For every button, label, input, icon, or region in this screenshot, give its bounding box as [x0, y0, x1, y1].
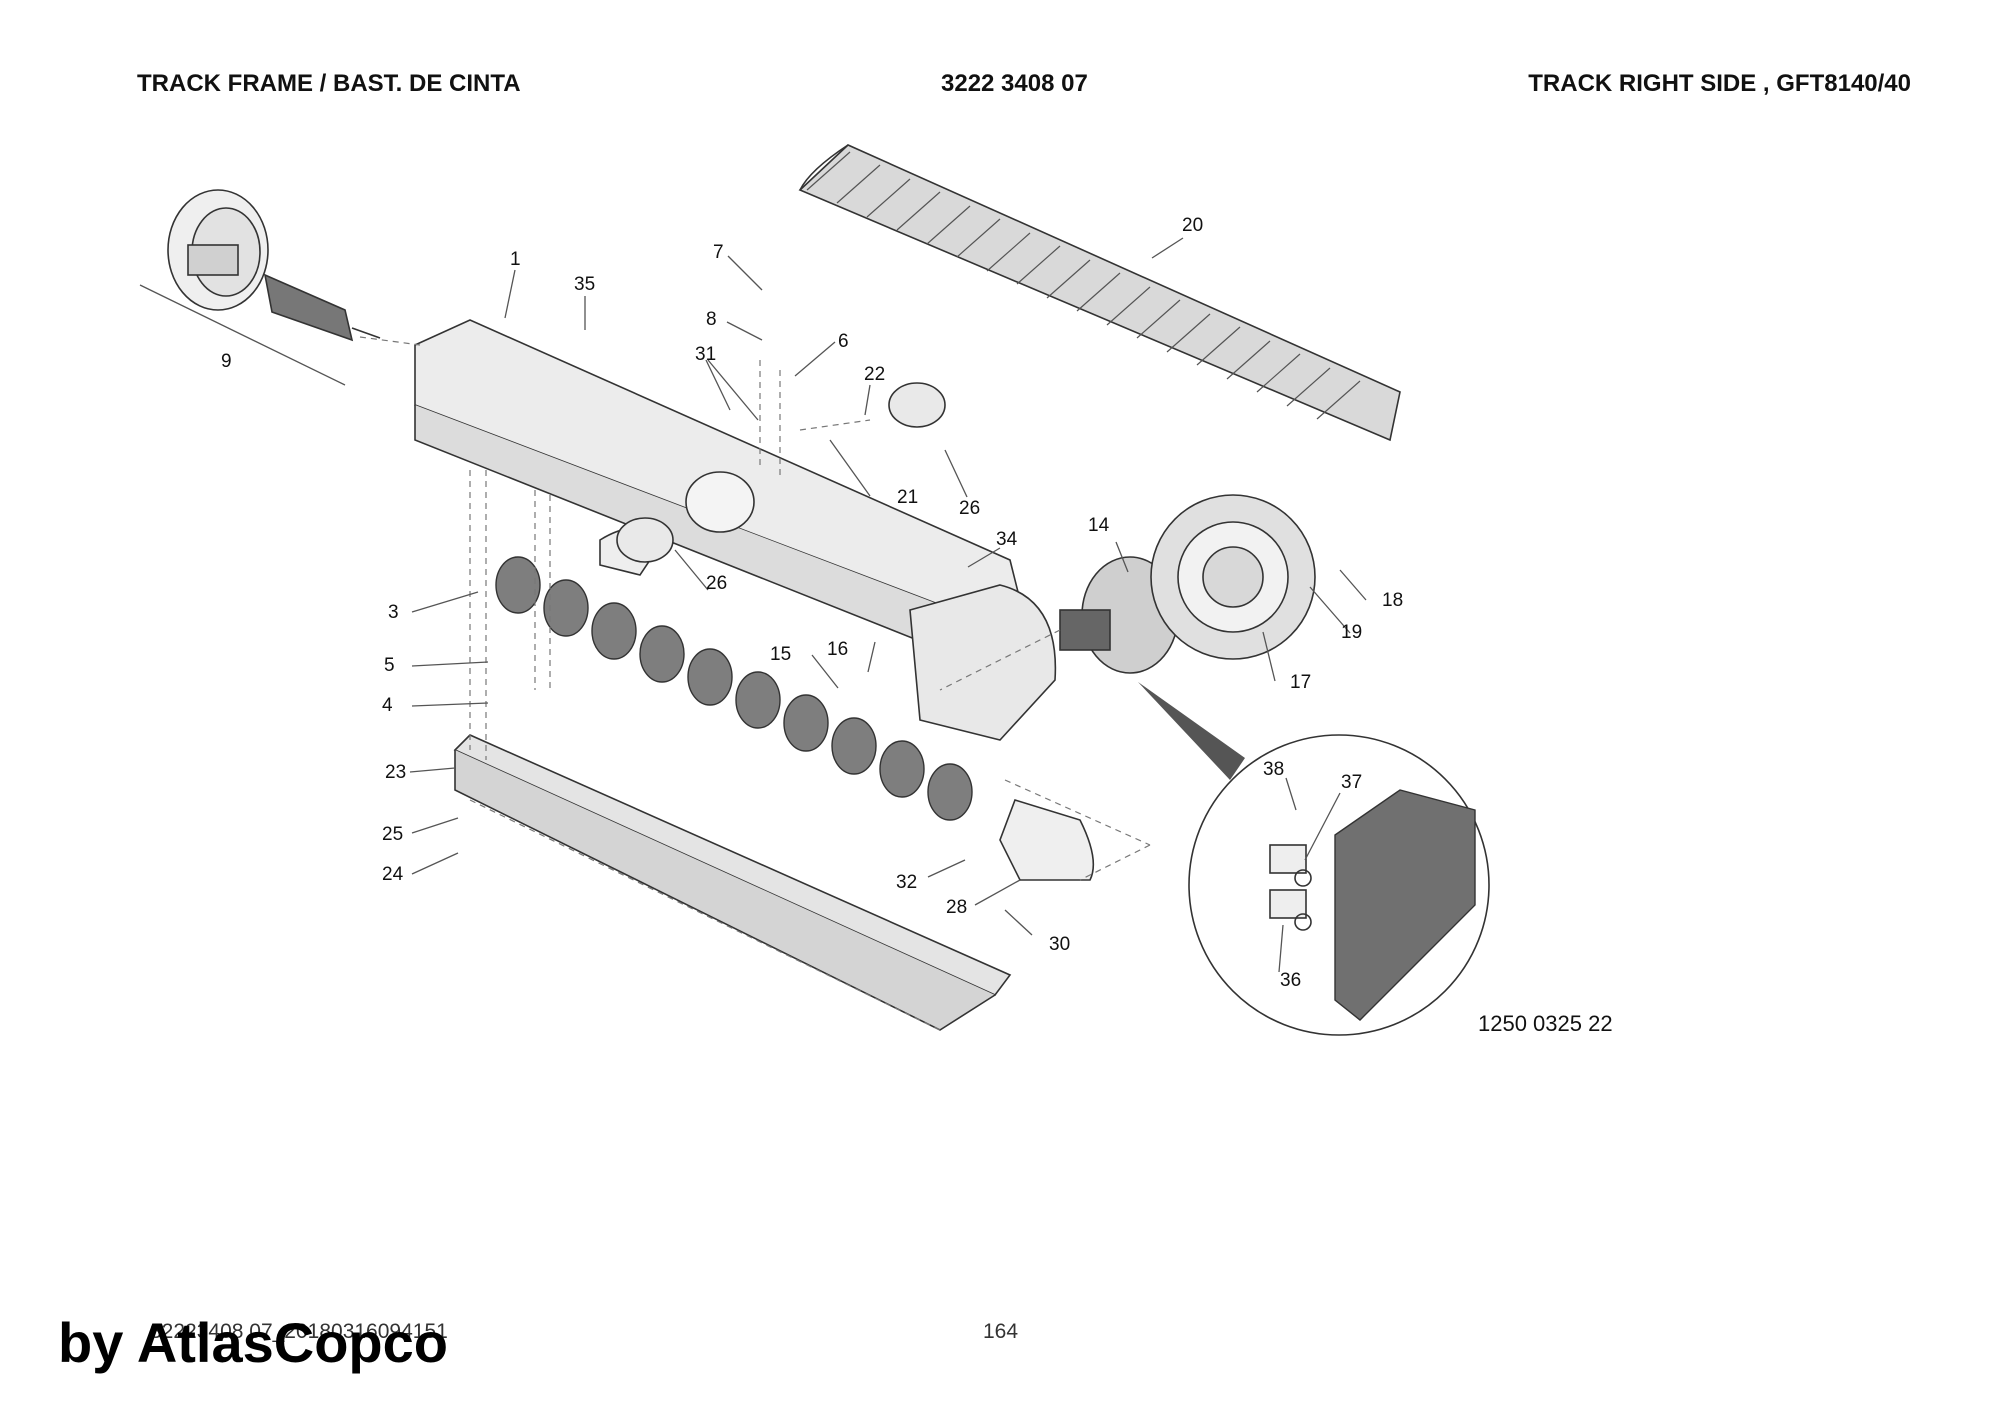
callout-8: 8 — [706, 309, 717, 330]
callout-17: 17 — [1290, 672, 1311, 693]
roller-guard-rail — [453, 734, 1012, 1031]
callout-5: 5 — [384, 655, 395, 676]
callout-leaders — [409, 237, 1367, 973]
callout-36: 36 — [1280, 970, 1301, 991]
callout-6: 6 — [838, 331, 849, 352]
callout-20: 20 — [1182, 215, 1203, 236]
callout-26-upper: 26 — [959, 498, 980, 519]
callout-37: 37 — [1341, 772, 1362, 793]
callout-23: 23 — [385, 762, 406, 783]
detail-view — [1188, 734, 1490, 1036]
detail-pointer — [1138, 682, 1245, 780]
callout-26-lower: 26 — [706, 573, 727, 594]
callout-7: 7 — [713, 242, 724, 263]
callout-9: 9 — [221, 351, 232, 372]
assembly-title: TRACK RIGHT SIDE , GFT8140/40 — [1528, 70, 1911, 97]
drive-motor-and-sprocket — [1059, 494, 1316, 674]
brand-watermark: by AtlasCopco — [58, 1311, 448, 1374]
callout-28: 28 — [946, 897, 967, 918]
callout-24: 24 — [382, 864, 404, 885]
part-number: 3222 3408 07 — [941, 70, 1088, 97]
callout-32: 32 — [896, 872, 917, 893]
footer-document-id: 32223408 07_20180316094151 — [150, 1320, 448, 1343]
callout-30: 30 — [1049, 934, 1070, 955]
callout-38: 38 — [1263, 759, 1284, 780]
callout-25: 25 — [382, 824, 403, 845]
doc-title: TRACK FRAME / BAST. DE CINTA — [137, 70, 521, 97]
callout-22: 22 — [864, 364, 885, 385]
callout-21: 21 — [897, 487, 918, 508]
callout-labels: 1 3 4 5 6 7 8 9 14 15 16 17 18 19 20 21 … — [221, 215, 1403, 991]
page-number: 164 — [983, 1320, 1019, 1343]
callout-1: 1 — [510, 249, 521, 270]
guide-plate — [999, 799, 1095, 881]
parts-illustration — [139, 144, 1490, 1036]
callout-3: 3 — [388, 602, 399, 623]
callout-15: 15 — [770, 644, 791, 665]
bottom-rollers — [495, 556, 973, 821]
idler-tensioner-assembly — [139, 189, 381, 386]
callout-19: 19 — [1341, 622, 1362, 643]
callout-4: 4 — [382, 695, 393, 716]
drawing-reference-number: 1250 0325 22 — [1478, 1011, 1613, 1036]
track-chain — [798, 144, 1401, 442]
callout-35: 35 — [574, 274, 595, 295]
callout-14: 14 — [1088, 515, 1110, 536]
callout-31: 31 — [695, 344, 716, 365]
callout-16: 16 — [827, 639, 848, 660]
cover-bushes — [616, 382, 946, 563]
callout-34: 34 — [996, 529, 1018, 550]
track-frame-body — [414, 319, 1057, 741]
callout-18: 18 — [1382, 590, 1403, 611]
